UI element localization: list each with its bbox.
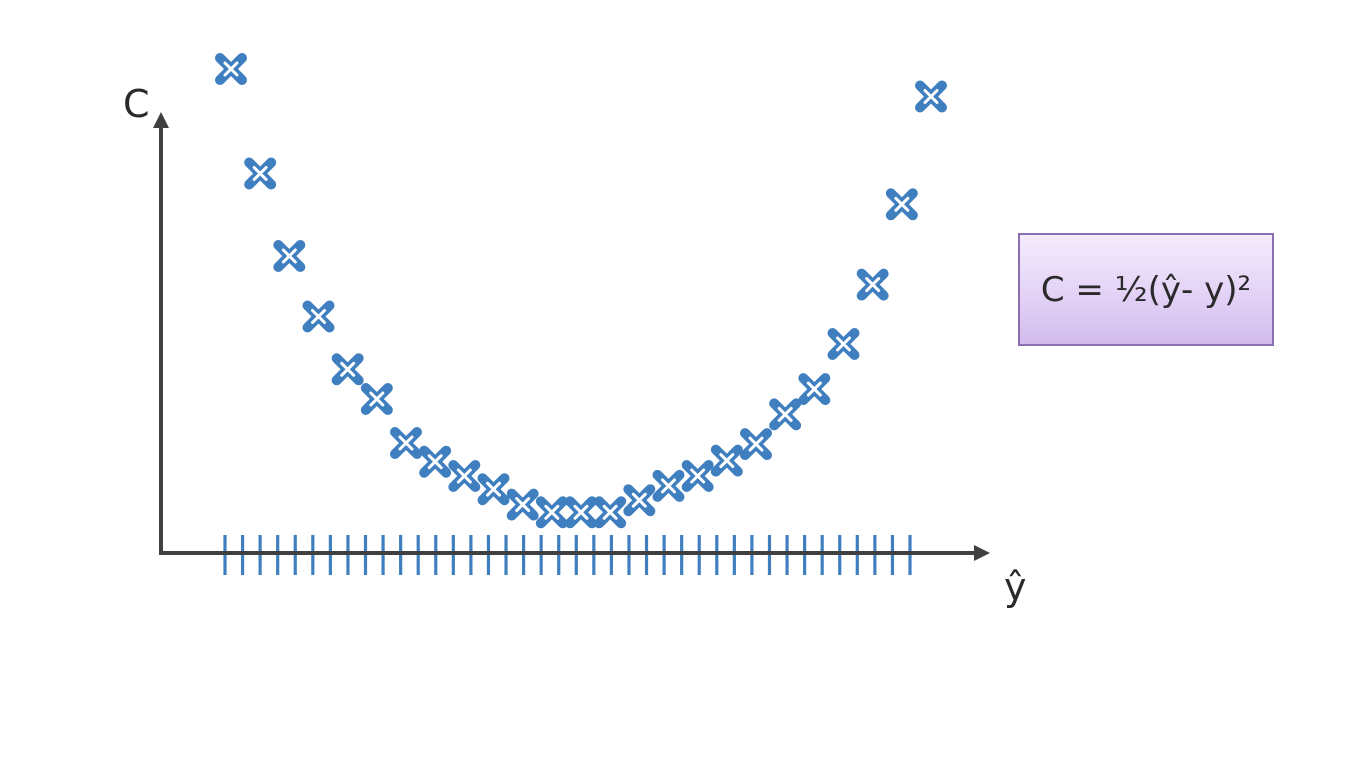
data-point-marker — [419, 445, 452, 478]
axes — [153, 112, 990, 561]
data-point-marker — [856, 268, 889, 301]
scatter-points — [215, 53, 947, 529]
formula-text: C = ½(ŷ- y)² — [1040, 269, 1252, 310]
data-point-marker — [302, 300, 335, 333]
data-point-marker — [477, 473, 510, 506]
data-point-marker — [827, 328, 860, 360]
data-point-marker — [769, 398, 802, 431]
data-point-marker — [740, 428, 772, 461]
data-point-marker — [652, 469, 685, 502]
y-axis-label: C — [123, 82, 150, 126]
data-point-marker — [360, 383, 393, 415]
data-point-marker — [331, 353, 364, 386]
data-point-marker — [506, 488, 539, 521]
data-point-marker — [390, 427, 422, 459]
data-point-marker — [244, 157, 277, 190]
data-point-marker — [681, 460, 714, 492]
x-axis-arrowhead — [974, 545, 990, 561]
y-axis-arrowhead — [153, 112, 169, 128]
data-point-marker — [798, 373, 831, 406]
data-point-marker — [215, 53, 247, 85]
data-point-marker — [535, 496, 568, 529]
data-point-marker — [885, 188, 918, 221]
data-point-marker — [273, 240, 306, 272]
x-axis-label: ŷ — [1004, 565, 1027, 609]
data-point-marker — [915, 80, 947, 113]
formula-box: C = ½(ŷ- y)² — [1018, 233, 1274, 346]
data-point-marker — [710, 444, 743, 477]
data-point-marker — [623, 484, 656, 517]
data-point-marker — [565, 496, 597, 529]
data-point-marker — [594, 496, 627, 529]
data-point-marker — [448, 460, 481, 492]
